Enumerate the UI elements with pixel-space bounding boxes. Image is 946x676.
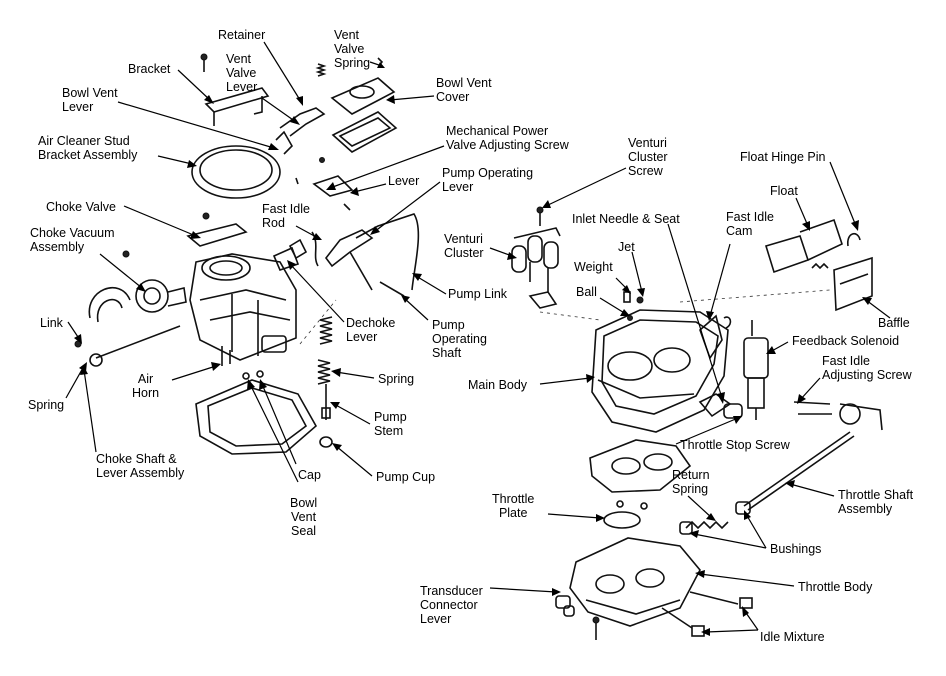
hose-link-part <box>74 287 181 367</box>
label-throttle-body: Throttle Body <box>798 580 873 594</box>
air-cleaner-gasket-part <box>191 145 281 199</box>
lever-part <box>295 157 354 211</box>
air-horn-body <box>189 253 297 366</box>
throttle-gasket-part <box>589 439 692 493</box>
label-vent-valve-lever: Vent Valve Lever <box>226 52 258 94</box>
throttle-plate-part <box>603 500 648 529</box>
label-fast-idle-rod: Fast Idle Rod <box>262 202 310 230</box>
pump-lever-link-part <box>324 213 420 297</box>
label-spring-left: Spring <box>28 398 65 412</box>
label-cap: Cap <box>298 468 321 482</box>
label-spring-center: Spring <box>378 372 415 386</box>
label-bowl-vent-lever: Bowl Vent Lever <box>62 86 118 114</box>
leader-lines <box>65 41 891 636</box>
label-jet: Jet <box>618 240 635 254</box>
label-main-body: Main Body <box>468 378 528 392</box>
throttle-body-part <box>569 537 701 627</box>
throttle-shaft-assembly-part <box>679 431 855 535</box>
choke-valve-part <box>186 212 248 247</box>
label-inlet-needle-and-seat: Inlet Needle & Seat <box>572 212 680 226</box>
label-fast-idle-cam: Fast Idle Cam <box>726 210 774 238</box>
label-feedback-solenoid: Feedback Solenoid <box>792 334 900 348</box>
label-throttle-shaft-assembly: Throttle Shaft Assembly <box>838 488 914 516</box>
label-mechanical-power-valve-adjusting-screw: Mechanical Power Valve Adjusting Screw <box>446 124 569 152</box>
baffle-part <box>833 256 873 312</box>
label-ball: Ball <box>576 285 597 299</box>
feedback-solenoid-part <box>743 320 769 420</box>
label-throttle-stop-screw: Throttle Stop Screw <box>680 438 790 452</box>
label-float-hinge-pin: Float Hinge Pin <box>740 150 826 164</box>
label-pump-cup: Pump Cup <box>376 470 436 484</box>
label-return-spring: Return Spring <box>672 468 710 496</box>
label-venturi-cluster: Venturi Cluster <box>444 232 484 260</box>
label-throttle-plate: Throttle Plate <box>492 492 535 520</box>
label-bowl-vent-seal: Bowl Vent Seal <box>290 496 318 538</box>
label-choke-valve: Choke Valve <box>46 200 116 214</box>
label-choke-shaft-and-lever-assembly: Choke Shaft & Lever Assembly <box>96 452 185 480</box>
main-body-part <box>591 309 743 433</box>
jet-weight-ball-part <box>623 291 644 321</box>
label-vent-valve-spring: Vent Valve Spring <box>334 28 371 70</box>
bowl-vent-cover-part <box>330 77 398 153</box>
label-link: Link <box>40 316 63 330</box>
label-air-horn: Air Horn <box>132 372 160 400</box>
choke-vacuum-assembly-part <box>122 250 187 313</box>
label-baffle: Baffle <box>878 316 910 330</box>
label-choke-vacuum-assembly: Choke Vacuum Assembly <box>30 226 115 254</box>
label-pump-link: Pump Link <box>448 287 508 301</box>
venturi-cluster-part <box>511 206 561 309</box>
label-fast-idle-adjusting-screw: Fast Idle Adjusting Screw <box>822 354 912 382</box>
label-pump-stem: Pump Stem <box>374 410 407 438</box>
label-idle-mixture: Idle Mixture <box>760 630 825 644</box>
label-transducer-connector-lever: Transducer Connector Lever <box>420 584 483 626</box>
alignment-lines <box>299 289 831 345</box>
bracket-part <box>200 53 270 126</box>
dechoke-lever-part <box>272 246 300 271</box>
label-venturi-cluster-screw: Venturi Cluster Screw <box>628 136 668 178</box>
label-bracket: Bracket <box>128 62 171 76</box>
label-air-cleaner-stud-bracket-assembly: Air Cleaner Stud Bracket Assembly <box>38 134 138 162</box>
pump-spring-stem-part <box>317 316 333 448</box>
label-pump-operating-shaft: Pump Operating Shaft <box>432 318 487 360</box>
label-lever: Lever <box>388 174 420 188</box>
label-weight: Weight <box>574 260 613 274</box>
label-pump-operating-lever: Pump Operating Lever <box>442 166 534 194</box>
air-horn-gasket-part <box>195 370 318 455</box>
label-dechoke-lever: Dechoke Lever <box>346 316 396 344</box>
label-bowl-vent-cover: Bowl Vent Cover <box>436 76 492 104</box>
label-float: Float <box>770 184 798 198</box>
vent-valve-lever-part <box>275 107 326 155</box>
float-part <box>764 218 861 274</box>
fast-idle-adjusting-screw-part <box>793 401 883 431</box>
label-retainer: Retainer <box>218 28 266 42</box>
label-bushings: Bushings <box>770 542 822 556</box>
idle-mixture-screws-part <box>555 591 753 640</box>
